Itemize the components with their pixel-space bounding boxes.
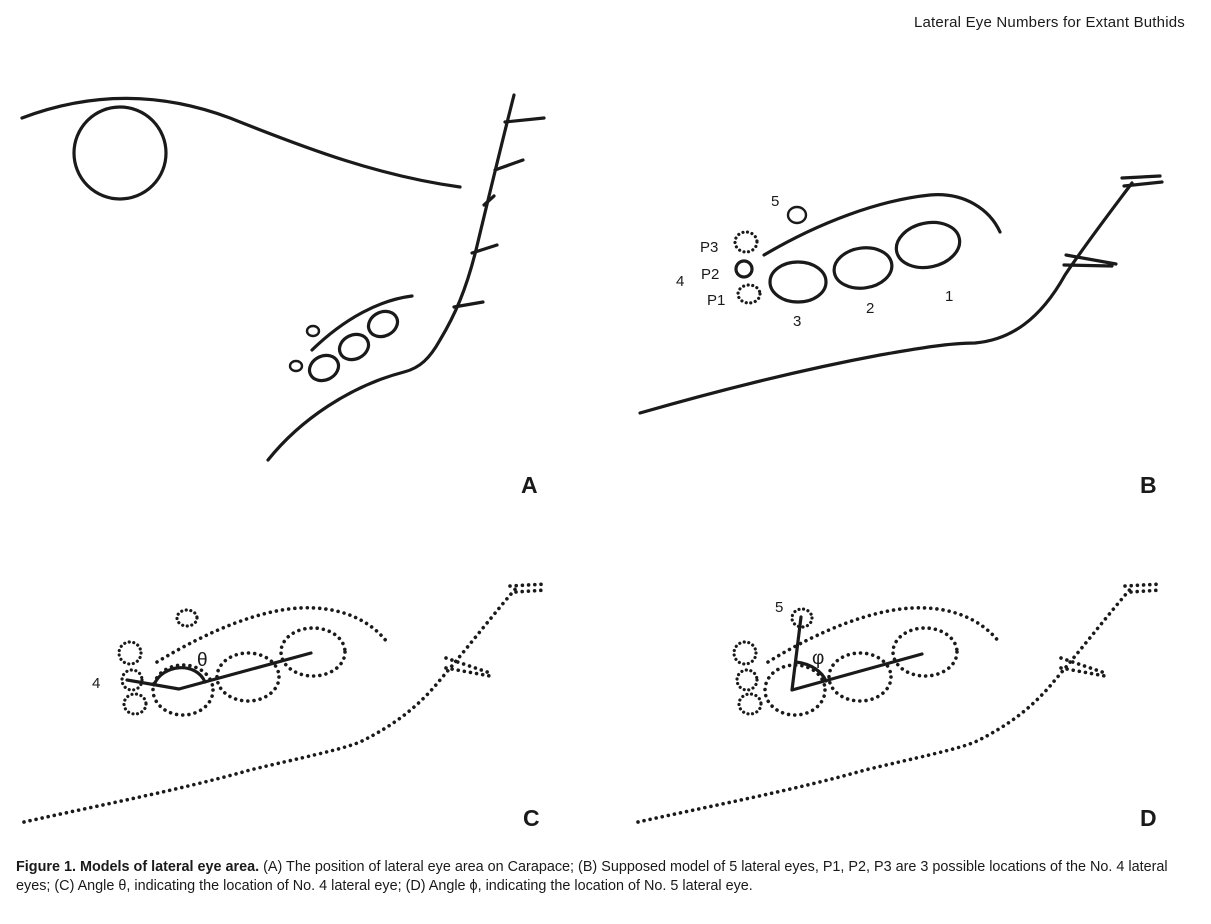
carapace-outline-a xyxy=(20,96,462,189)
lateral-eyes-a xyxy=(288,309,400,383)
eye-outlines-d xyxy=(732,607,959,717)
angle-phi-lines xyxy=(790,615,924,692)
panel-d: 5 φ D xyxy=(636,582,1163,831)
label-eye-4-c: 4 xyxy=(92,675,100,692)
panel-c: 4 θ C xyxy=(22,582,548,831)
figure-caption: Figure 1. Models of lateral eye area. (A… xyxy=(16,858,1188,896)
label-eye-5-d: 5 xyxy=(775,599,783,616)
eye-ridge-d xyxy=(766,606,1001,664)
eye-ridge-b xyxy=(762,193,1002,257)
label-eye-1: 1 xyxy=(945,288,953,305)
caption-text: (A) The position of lateral eye area on … xyxy=(16,859,1168,894)
margin-setae-c xyxy=(444,582,548,678)
carapace-margin-b xyxy=(638,181,1134,415)
position-p3 xyxy=(733,230,759,254)
carapace-margin-d xyxy=(636,584,1135,824)
margin-setae-d xyxy=(1059,582,1163,678)
median-eye-a xyxy=(72,105,168,201)
lateral-eye-5 xyxy=(786,205,808,225)
panel-letter-b: B xyxy=(1140,472,1157,498)
panel-b: 1 2 3 4 5 P1 P2 P3 B xyxy=(638,174,1164,498)
label-p1: P1 xyxy=(707,292,725,309)
label-eye-4: 4 xyxy=(676,273,684,290)
lateral-eye-2 xyxy=(832,246,894,290)
eye-outlines-c xyxy=(117,608,347,717)
lateral-eye-3 xyxy=(768,260,828,304)
running-title: Lateral Eye Numbers for Extant Buthids xyxy=(913,14,1185,31)
label-eye-3: 3 xyxy=(793,313,801,330)
figure-1: A 1 2 3 4 5 P1 P2 P3 B xyxy=(20,93,1164,831)
position-p1 xyxy=(736,283,762,305)
panel-letter-c: C xyxy=(523,805,540,831)
position-p2 xyxy=(734,259,754,279)
eye-ridge-a xyxy=(310,294,414,352)
margin-setae-b xyxy=(1062,174,1164,268)
panel-a: A xyxy=(20,93,546,498)
panel-letter-a: A xyxy=(521,472,538,498)
lateral-eye-1 xyxy=(894,220,962,270)
angle-theta-symbol: θ xyxy=(197,650,208,671)
carapace-margin-c xyxy=(22,584,520,824)
angle-phi-symbol: φ xyxy=(812,648,824,669)
eye-ridge-c xyxy=(155,606,389,664)
lateral-eyes-b xyxy=(733,205,962,305)
angle-theta-arc xyxy=(152,666,207,687)
label-eye-2: 2 xyxy=(866,300,874,317)
panel-letter-d: D xyxy=(1140,805,1157,831)
label-p2: P2 xyxy=(701,266,719,283)
carapace-margin-a xyxy=(266,93,516,462)
margin-setae-a xyxy=(452,116,546,309)
label-eye-5: 5 xyxy=(771,193,779,210)
angle-theta-lines xyxy=(125,651,313,691)
label-p3: P3 xyxy=(700,239,718,256)
angle-phi-arc xyxy=(794,660,828,683)
caption-label: Figure 1. Models of lateral eye area. xyxy=(16,859,260,875)
